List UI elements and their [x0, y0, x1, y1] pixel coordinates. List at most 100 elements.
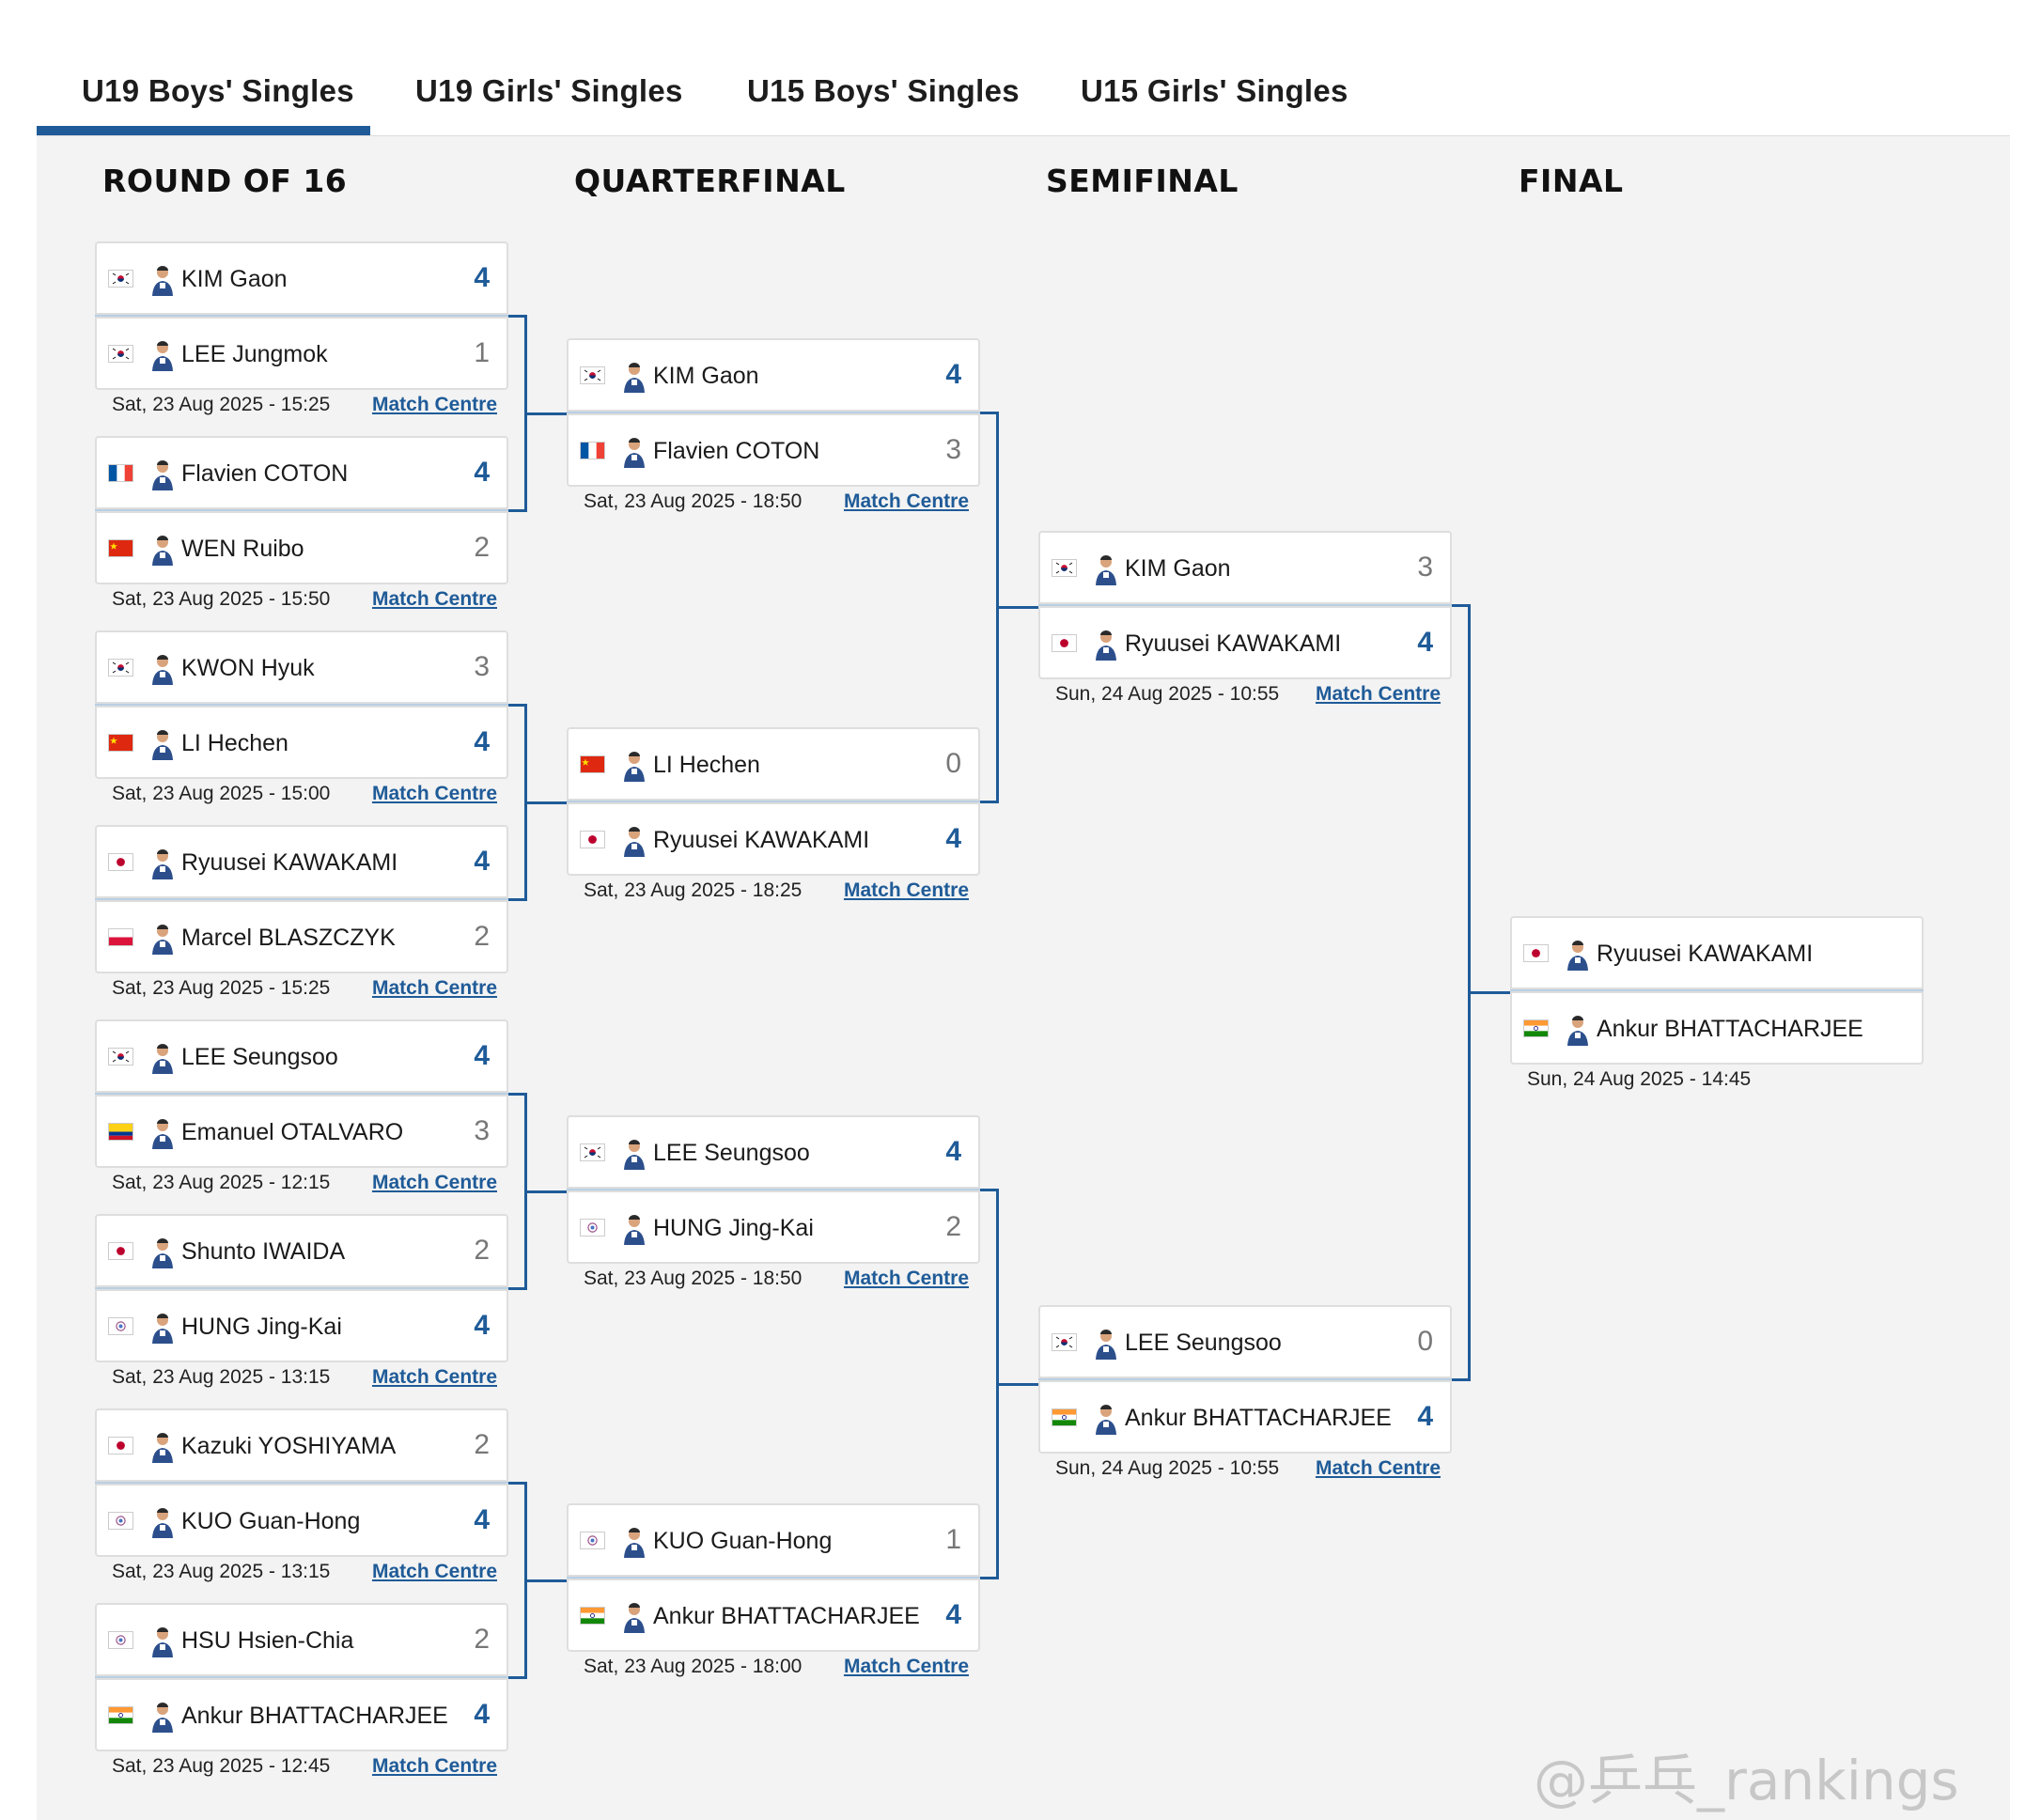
row-divider — [95, 1287, 508, 1289]
player-name: LI Hechen — [181, 730, 288, 756]
match-datetime: Sat, 23 Aug 2025 - 12:15 — [112, 1172, 331, 1193]
tab-u19-girls-singles[interactable]: U19 Girls' Singles — [415, 73, 683, 108]
match-centre-link[interactable]: Match Centre — [371, 977, 497, 999]
active-tab-indicator — [37, 126, 370, 135]
match-datetime: Sat, 23 Aug 2025 - 18:50 — [584, 1268, 803, 1289]
player-name: Ankur BHATTACHARJEE — [1597, 1016, 1863, 1042]
korea-flag-icon — [108, 659, 133, 677]
player-avatar-icon — [150, 728, 175, 760]
match-centre-link[interactable]: Match Centre — [371, 1561, 497, 1582]
player-avatar-icon — [150, 1042, 175, 1074]
tab-bar: U19 Boys' Singles U19 Girls' Singles U15… — [37, 0, 2010, 136]
player-score: 4 — [945, 823, 961, 854]
match-centre-link[interactable]: Match Centre — [843, 879, 969, 901]
match-centre-link[interactable]: Match Centre — [371, 588, 497, 610]
player-score: 4 — [474, 1040, 490, 1071]
row-divider — [1038, 604, 1452, 606]
player-name: Marcel BLASZCZYK — [181, 925, 396, 951]
match-centre-link[interactable]: Match Centre — [371, 394, 497, 415]
player-row[interactable]: Ryuusei KAWAKAMI — [1510, 916, 1924, 989]
player-score: 2 — [945, 1211, 961, 1242]
chinese-taipei-flag-icon — [108, 1512, 133, 1530]
korea-flag-icon — [108, 270, 133, 288]
bracket-connector-line — [980, 412, 997, 414]
match-centre-link[interactable]: Match Centre — [843, 490, 969, 512]
chinese-taipei-flag-icon — [580, 1532, 605, 1549]
tab-u19-boys-singles[interactable]: U19 Boys' Singles — [82, 73, 354, 108]
player-score: 4 — [474, 1310, 490, 1341]
japan-flag-icon — [108, 1242, 133, 1260]
player-name: LEE Seungsoo — [1125, 1330, 1282, 1356]
match-centre-link[interactable]: Match Centre — [1315, 683, 1441, 705]
bracket-connector-line — [1452, 604, 1469, 607]
player-score: 2 — [474, 1235, 490, 1266]
match-centre-link[interactable]: Match Centre — [371, 783, 497, 804]
tab-u15-boys-singles[interactable]: U15 Boys' Singles — [747, 73, 1020, 108]
player-score: 2 — [474, 532, 490, 563]
poland-flag-icon — [108, 928, 133, 946]
match-centre-link[interactable]: Match Centre — [1315, 1457, 1441, 1479]
player-name: KUO Guan-Hong — [653, 1528, 833, 1554]
player-avatar-icon — [150, 1117, 175, 1149]
player-name: KIM Gaon — [653, 363, 759, 389]
player-avatar-icon — [150, 459, 175, 490]
match-datetime: Sat, 23 Aug 2025 - 15:25 — [112, 977, 331, 999]
row-divider — [567, 1189, 980, 1190]
chinese-taipei-flag-icon — [108, 1631, 133, 1649]
player-score: 4 — [474, 1504, 490, 1535]
match-datetime: Sat, 23 Aug 2025 - 15:25 — [112, 394, 331, 415]
match-centre-link[interactable]: Match Centre — [843, 1268, 969, 1289]
player-avatar-icon — [150, 264, 175, 296]
korea-flag-icon — [1052, 559, 1077, 577]
player-name: Kazuki YOSHIYAMA — [181, 1433, 397, 1459]
player-name: HUNG Jing-Kai — [181, 1314, 342, 1340]
player-row[interactable]: HUNG Jing-Kai 4 — [95, 1289, 508, 1362]
match-datetime: Sun, 24 Aug 2025 - 10:55 — [1055, 683, 1280, 705]
match-centre-link[interactable]: Match Centre — [371, 1366, 497, 1388]
tab-u15-girls-singles[interactable]: U15 Girls' Singles — [1081, 73, 1348, 108]
player-avatar-icon — [622, 1526, 647, 1558]
match-meta: Sat, 23 Aug 2025 - 18:50 Match Centre — [584, 1268, 969, 1290]
player-avatar-icon — [1094, 629, 1118, 661]
player-name: Emanuel OTALVARO — [181, 1119, 404, 1145]
match-centre-link[interactable]: Match Centre — [371, 1172, 497, 1193]
row-divider — [95, 1482, 508, 1484]
match-centre-link[interactable]: Match Centre — [843, 1656, 969, 1677]
korea-flag-icon — [1052, 1333, 1077, 1351]
player-avatar-icon — [622, 436, 647, 468]
player-row[interactable]: Ankur BHATTACHARJEE — [1510, 991, 1924, 1065]
china-flag-icon — [108, 734, 133, 752]
match-centre-link[interactable]: Match Centre — [371, 1755, 497, 1777]
match-datetime: Sun, 24 Aug 2025 - 10:55 — [1055, 1457, 1280, 1479]
match-meta: Sat, 23 Aug 2025 - 15:25 Match Centre — [112, 977, 497, 1000]
